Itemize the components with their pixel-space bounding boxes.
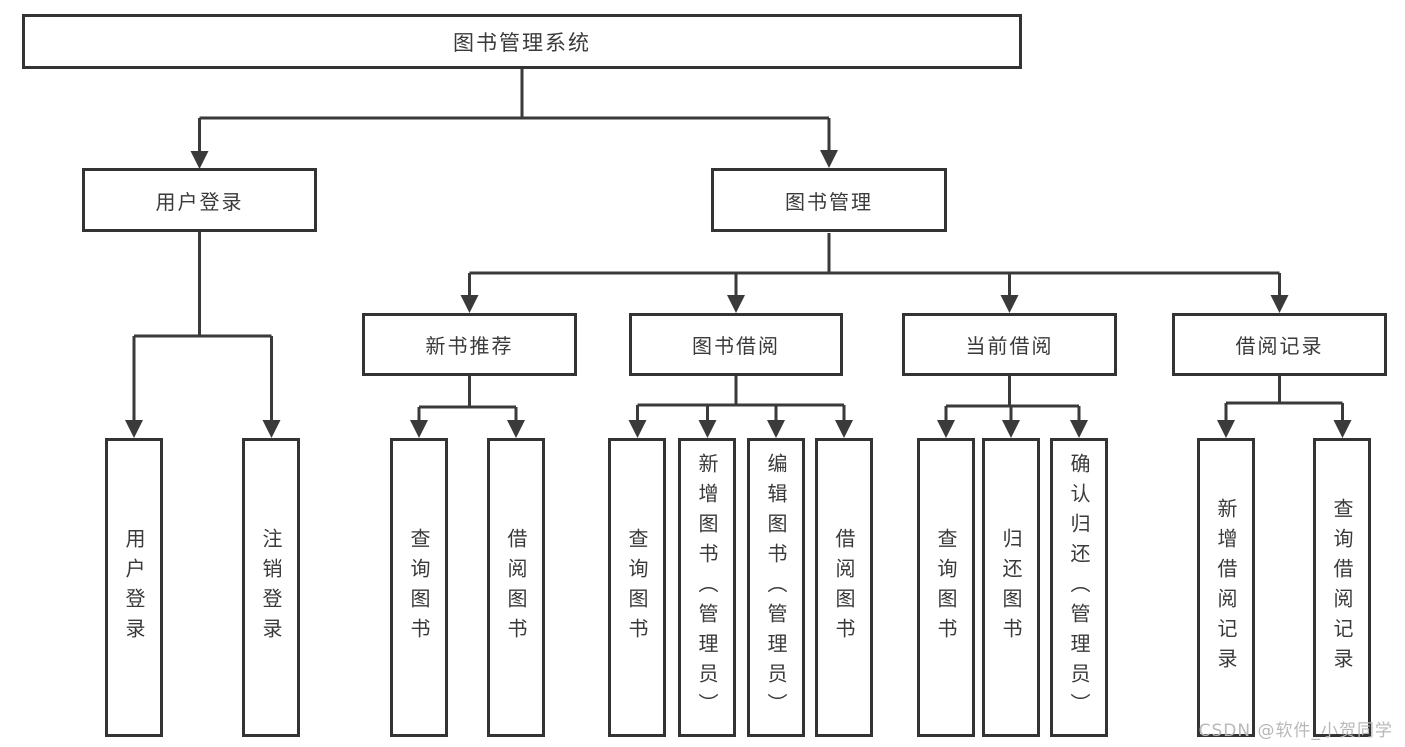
- leaf-label: 编辑图书（管理员）: [764, 452, 788, 723]
- leaf-label: 用户登录: [122, 527, 146, 648]
- csdn-watermark: CSDN @软件_小贺同学: [1198, 721, 1393, 741]
- leaf-add-borrow-record: 新增借阅记录: [1197, 438, 1255, 737]
- node-label: 新书推荐: [425, 334, 514, 358]
- leaf-label: 归还图书: [999, 527, 1023, 648]
- leaf-query-books-current: 查询图书: [917, 438, 975, 737]
- leaf-label: 确认归还（管理员）: [1067, 452, 1091, 723]
- leaf-label: 借阅图书: [832, 527, 856, 648]
- leaf-label: 查询图书: [407, 527, 431, 648]
- leaf-add-books-admin: 新增图书（管理员）: [678, 438, 736, 737]
- leaf-user-login: 用户登录: [105, 438, 163, 737]
- leaf-borrow-books-recommend: 借阅图书: [487, 438, 545, 737]
- node-library-management-system: 图书管理系统: [22, 14, 1022, 69]
- node-label: 借阅记录: [1235, 334, 1324, 358]
- leaf-label: 查询图书: [934, 527, 958, 648]
- leaf-return-books: 归还图书: [982, 438, 1040, 737]
- node-label: 用户登录: [155, 189, 244, 214]
- leaf-label: 查询借阅记录: [1330, 497, 1354, 678]
- leaf-query-borrow-record: 查询借阅记录: [1313, 438, 1371, 737]
- node-book-management: 图书管理: [711, 168, 947, 232]
- leaf-edit-books-admin: 编辑图书（管理员）: [747, 438, 805, 737]
- leaf-query-books-recommend: 查询图书: [390, 438, 448, 737]
- node-label: 当前借阅: [965, 334, 1054, 358]
- node-current-borrowing: 当前借阅: [902, 313, 1117, 376]
- node-label: 图书管理: [785, 189, 873, 214]
- leaf-query-books-borrowing: 查询图书: [608, 438, 666, 737]
- leaf-borrow-books-borrowing: 借阅图书: [815, 438, 873, 737]
- leaf-label: 注销登录: [259, 527, 283, 648]
- node-book-borrowing: 图书借阅: [629, 313, 843, 376]
- leaf-label: 查询图书: [625, 527, 649, 648]
- node-new-book-recommend: 新书推荐: [362, 313, 577, 376]
- leaf-label: 新增图书（管理员）: [695, 452, 719, 723]
- leaf-label: 新增借阅记录: [1214, 497, 1238, 678]
- node-user-login: 用户登录: [82, 168, 317, 232]
- node-label: 图书管理系统: [453, 30, 591, 55]
- node-label: 图书借阅: [692, 334, 780, 358]
- leaf-logout: 注销登录: [242, 438, 300, 737]
- leaf-confirm-return-admin: 确认归还（管理员）: [1050, 438, 1108, 737]
- leaf-label: 借阅图书: [504, 527, 528, 648]
- node-borrowing-records: 借阅记录: [1172, 313, 1387, 376]
